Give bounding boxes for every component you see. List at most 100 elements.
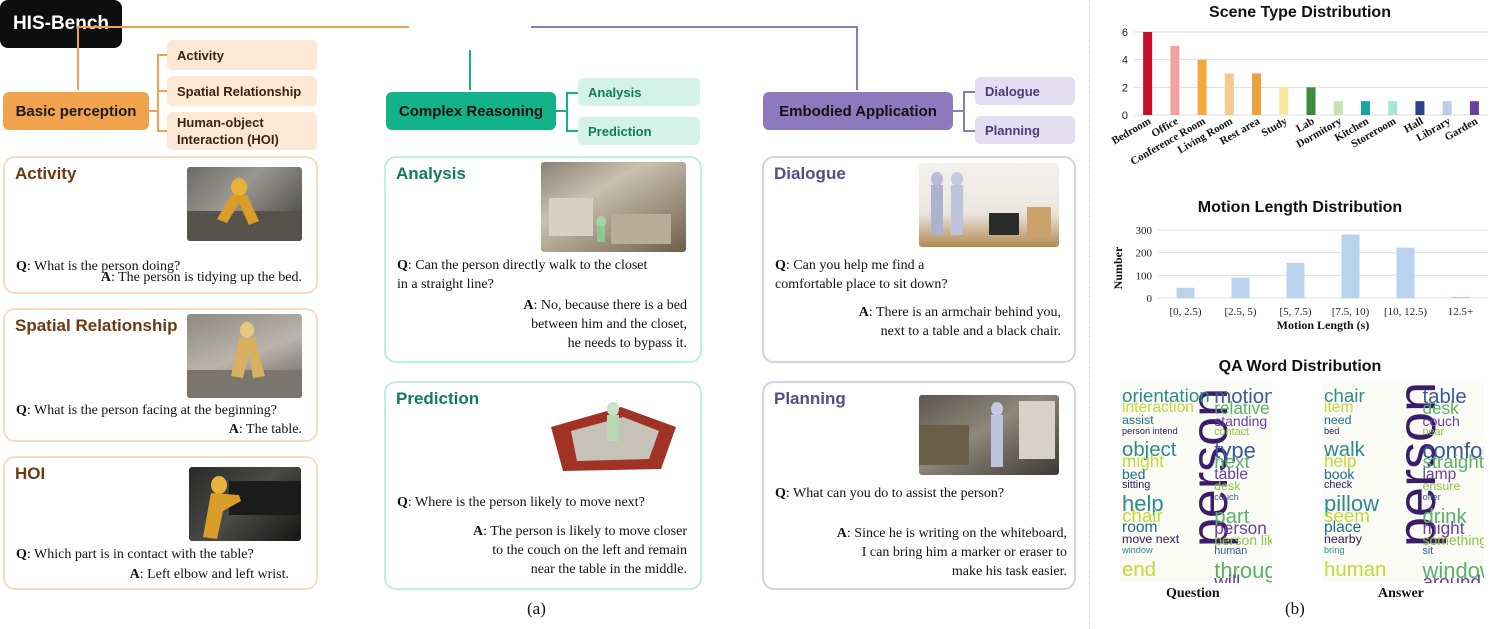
card-analysis: Analysis Q: Can the person directly walk… (384, 156, 702, 363)
word: seem (1324, 504, 1370, 526)
bar-living-room (1224, 73, 1234, 115)
answer-text: A: Since he is writing on the whiteboard… (836, 526, 1067, 579)
card-title: Planning (774, 389, 846, 408)
bar-bedroom (1143, 32, 1153, 115)
x-axis-label: Motion Length (s) (1277, 318, 1370, 332)
card-prediction: Prediction Q: Where is the person likely… (384, 381, 702, 590)
bar-motion-length (1286, 262, 1305, 298)
bar-lab (1306, 87, 1316, 115)
bar-hall (1415, 101, 1425, 115)
word: motion (1214, 386, 1272, 408)
word: relative (1214, 398, 1270, 419)
word: person facing (1214, 517, 1272, 538)
card-title: Analysis (396, 164, 466, 183)
bar-study (1279, 87, 1289, 115)
word: desk (1214, 479, 1241, 493)
answer-text: A: The table. (228, 422, 302, 437)
x-tick-label: [2.5, 5) (1224, 306, 1256, 318)
word: offer (1422, 492, 1441, 503)
word: near (1422, 425, 1445, 438)
y-tick-label: 0 (1147, 293, 1153, 305)
word: sitting (1122, 479, 1151, 491)
bar-motion-length (1231, 277, 1250, 298)
word: need (1324, 412, 1352, 427)
connector-embodied-v (856, 26, 858, 90)
card-title: Dialogue (774, 164, 846, 183)
answer-label: Answer (1378, 586, 1424, 601)
word: nearby (1324, 532, 1362, 547)
category-complex-reasoning: Complex Reasoning (386, 92, 556, 130)
word: desk (1422, 398, 1459, 419)
scene-image (187, 314, 302, 398)
complex-branch-2 (566, 130, 578, 132)
y-tick-label: 100 (1136, 270, 1153, 282)
couch-scene-icon (551, 402, 676, 471)
root-node: HIS-Bench (0, 0, 122, 48)
word: assist (1122, 412, 1154, 427)
sub-spatial-relationship: Spatial Relationship (167, 76, 317, 106)
wordcloud-title: QA Word Distribution (1218, 358, 1382, 375)
complex-branch-1 (566, 92, 578, 94)
basic-branch-h (149, 110, 157, 112)
scene-image (541, 387, 686, 479)
word: straight (1422, 451, 1484, 473)
bar-office (1170, 45, 1180, 115)
basic-branch-1 (157, 54, 167, 56)
word: person likely (1214, 532, 1272, 549)
word: check (1324, 479, 1353, 491)
scene-image (187, 167, 302, 241)
bar-conference-room (1197, 59, 1207, 115)
y-tick-label: 6 (1122, 27, 1128, 39)
word: bed (1122, 465, 1146, 482)
answer-text: A: There is an armchair behind you,next … (858, 305, 1061, 339)
question-label: Question (1166, 586, 1220, 601)
word: part (1214, 505, 1250, 528)
connector-basic-v (77, 26, 79, 90)
panel-divider (1089, 0, 1090, 629)
embodied-branch-1 (963, 91, 975, 93)
y-tick-label: 0 (1122, 110, 1128, 122)
word: move next (1122, 532, 1180, 547)
complex-branch-v (566, 92, 568, 132)
word: type (1214, 438, 1256, 464)
word: lamp (1422, 465, 1457, 483)
word: couch (1214, 492, 1239, 503)
question-text: Q: Where is the person likely to move ne… (397, 495, 645, 510)
word: table (1422, 386, 1467, 408)
human-figure-icon (187, 178, 302, 241)
card-title: Prediction (396, 389, 480, 408)
room-layout-icon (549, 198, 671, 244)
bar-motion-length (1396, 247, 1415, 298)
word: room (1122, 518, 1158, 536)
word: bring (1324, 545, 1345, 556)
word: orientation (1122, 385, 1210, 406)
embodied-branch-h (953, 110, 963, 112)
y-tick-label: 200 (1136, 248, 1153, 260)
complex-branch-h (556, 110, 566, 112)
human-figure-icon (919, 401, 1055, 467)
sub-hoi: Human-object Interaction (HOI) (167, 112, 317, 150)
scene-image (919, 163, 1059, 247)
bar-motion-length (1176, 287, 1195, 298)
word: help (1122, 491, 1164, 517)
card-title: HOI (15, 464, 46, 483)
word: chair (1122, 504, 1163, 526)
word: comfortable (1422, 438, 1484, 464)
x-tick-label: [0, 2.5) (1169, 306, 1201, 318)
word: book (1324, 465, 1355, 482)
y-tick-label: 300 (1136, 225, 1153, 237)
sub-planning: Planning (975, 116, 1075, 144)
answer-text: A: The person is tidying up the bed. (100, 270, 302, 285)
human-figure-icon (187, 322, 302, 398)
bar-motion-length (1451, 296, 1470, 298)
word: ensure (1422, 479, 1461, 493)
sub-activity: Activity (167, 40, 317, 70)
word: sit (1422, 545, 1434, 558)
x-tick-label: 12.5+ (1448, 306, 1473, 318)
word: end (1122, 558, 1157, 581)
word: window (1422, 557, 1484, 583)
